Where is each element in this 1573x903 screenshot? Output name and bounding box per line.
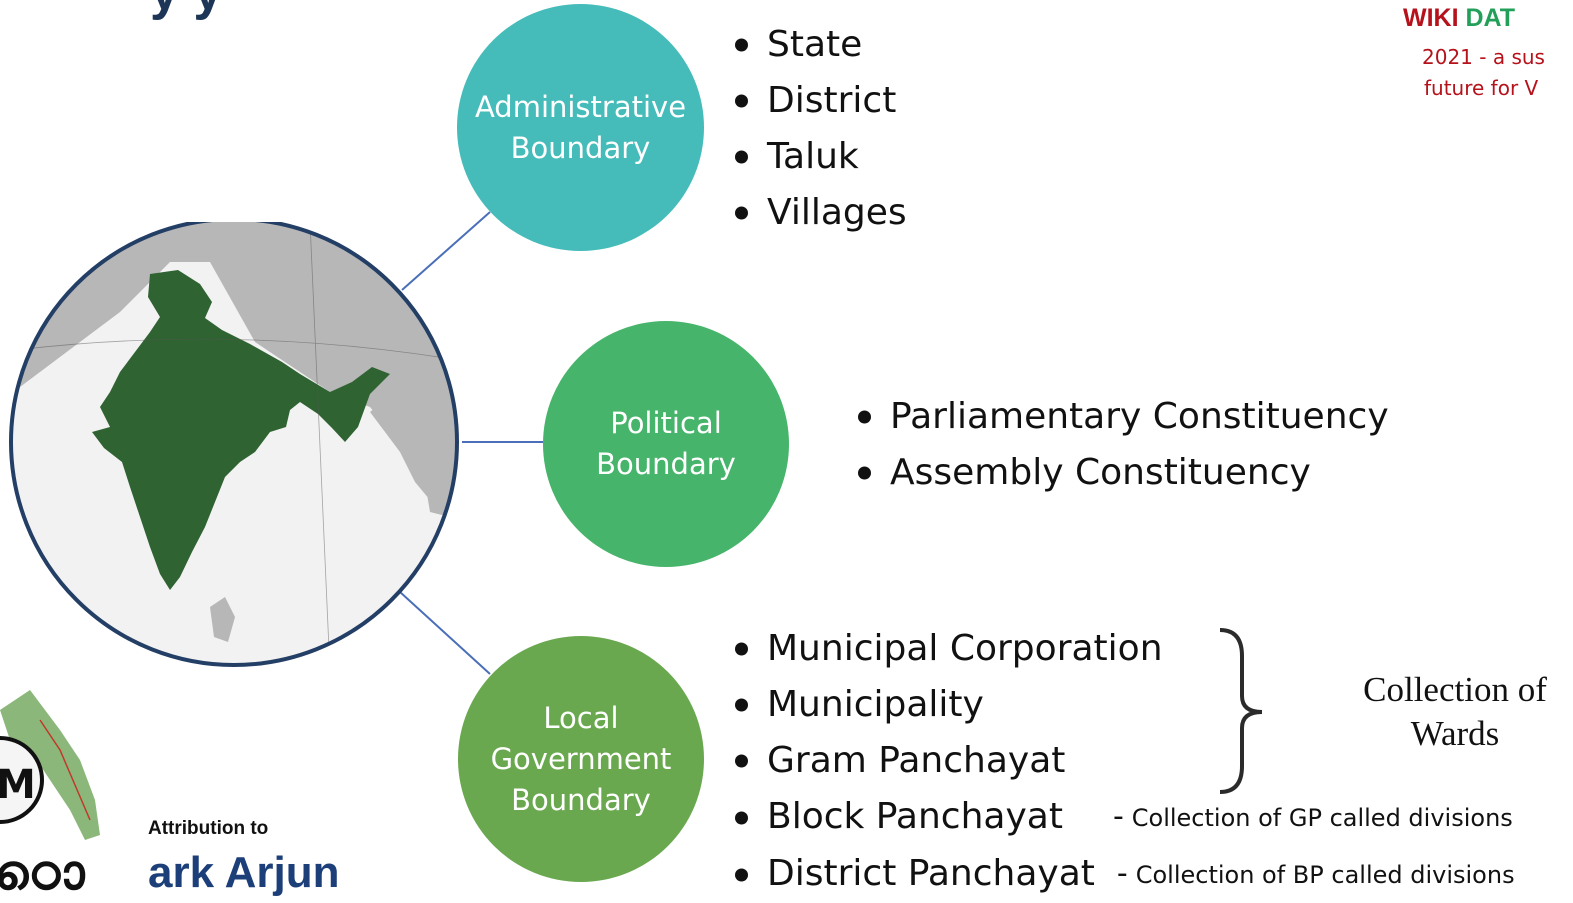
local-government-boundary-circle: Local Government Boundary <box>458 636 704 882</box>
bullet-icon <box>858 410 871 424</box>
neighbor-land <box>11 222 457 522</box>
administrative-list: State District Taluk Villages <box>735 17 907 241</box>
neighbor-land-east <box>370 372 457 522</box>
sri-lanka <box>210 597 235 642</box>
india-land <box>92 270 390 590</box>
wards-label-line2: Wards <box>1410 714 1500 753</box>
bullet-icon <box>735 811 748 824</box>
district-panchayat-note: -Collection of BP called divisions <box>1116 856 1515 891</box>
list-item: District Panchayat-Collection of BP call… <box>735 846 1515 903</box>
list-item: Municipality <box>735 677 1515 733</box>
attribution-name: ark Arjun <box>148 848 340 897</box>
wards-label-line1: Collection of <box>1363 670 1547 709</box>
tagline-line1: 2021 - a sus <box>1422 45 1545 69</box>
list-item: Taluk <box>735 129 907 185</box>
page-title-fragment: y y <box>150 0 222 22</box>
local-label-line3: Boundary <box>511 782 651 817</box>
bullet-icon <box>735 754 748 768</box>
india-globe-map <box>9 222 459 667</box>
right-brace-icon <box>1219 628 1263 794</box>
political-label-line1: Political <box>610 406 722 440</box>
connector-local <box>399 591 491 675</box>
admin-label-line1: Administrative <box>474 89 687 124</box>
svg-text:M: M <box>0 762 36 808</box>
list-item: Block Panchayat-Collection of GP called … <box>735 789 1515 846</box>
administrative-boundary-circle: Administrative Boundary <box>457 4 704 251</box>
local-label-line2: Government <box>490 741 672 776</box>
wikidata-brand: WIKI DAT <box>1403 4 1573 33</box>
local-label-line1: Local <box>543 700 619 735</box>
bullet-icon <box>735 150 748 164</box>
bullet-icon <box>735 94 748 108</box>
list-item: Parliamentary Constituency <box>858 389 1389 445</box>
kerala-logo-icon: M <box>0 690 100 840</box>
list-item: Assembly Constituency <box>858 445 1389 501</box>
bullet-icon <box>858 466 871 480</box>
admin-label-line2: Boundary <box>510 130 651 165</box>
political-list: Parliamentary Constituency Assembly Cons… <box>858 389 1389 501</box>
list-item: Municipal Corporation <box>735 621 1515 677</box>
list-item: Villages <box>735 185 907 241</box>
brand-data-text: DAT <box>1465 4 1516 32</box>
wards-label: Collection of Wards <box>1330 668 1573 756</box>
list-item: State <box>735 17 907 73</box>
political-boundary-circle: Political Boundary <box>543 321 789 567</box>
block-panchayat-note: -Collection of GP called divisions <box>1112 799 1513 834</box>
logo-text: ഠൊ <box>0 845 85 901</box>
bullet-icon <box>735 642 748 656</box>
bullet-icon <box>735 206 748 220</box>
attribution-label: Attribution to <box>148 818 269 839</box>
list-item: Gram Panchayat <box>735 733 1515 789</box>
bullet-icon <box>735 868 748 881</box>
bullet-icon <box>735 38 748 52</box>
tagline-line2: future for V <box>1424 76 1539 100</box>
bullet-icon <box>735 698 748 712</box>
connector-admin <box>401 211 491 291</box>
list-item: District <box>735 73 907 129</box>
brand-tagline: 2021 - a sus future for V <box>1398 42 1573 104</box>
political-label-line2: Boundary <box>596 447 736 481</box>
brand-wiki-text: WIKI <box>1403 4 1459 32</box>
local-government-list: Municipal Corporation Municipality Gram … <box>735 621 1515 903</box>
